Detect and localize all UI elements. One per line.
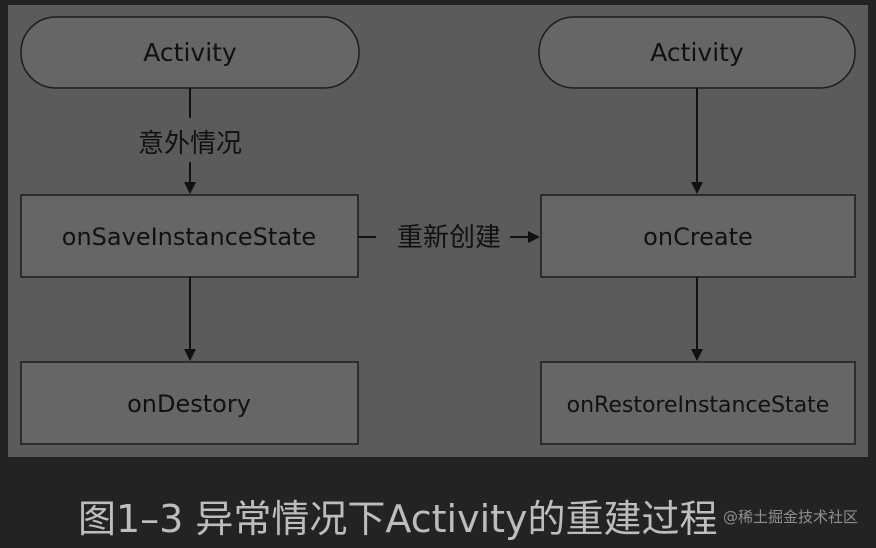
edge-label-abnormal: 意外情况 <box>138 129 242 159</box>
watermark: @稀土掘金技术社区 <box>722 508 858 526</box>
activity-terminal-left-label: Activity <box>143 38 237 67</box>
node-on-destory <box>20 361 359 445</box>
node-on-save-instance-state <box>20 194 359 278</box>
node-on-create-label: onCreate <box>643 223 753 251</box>
node-on-restore-instance-state-label: onRestoreInstanceState <box>567 393 830 418</box>
activity-recreate-diagram: Activity Activity 意外情况 onSaveInstanceSta… <box>20 16 856 445</box>
activity-terminal-right-label: Activity <box>650 38 744 67</box>
node-on-create <box>540 194 856 278</box>
node-on-save-instance-state-label: onSaveInstanceState <box>62 223 316 251</box>
edge-label-recreate: 重新创建 <box>397 223 501 253</box>
figure-caption: 图1–3 异常情况下Activity的重建过程 <box>78 497 718 541</box>
node-on-restore-instance-state <box>540 361 856 445</box>
node-on-destory-label: onDestory <box>127 390 251 418</box>
